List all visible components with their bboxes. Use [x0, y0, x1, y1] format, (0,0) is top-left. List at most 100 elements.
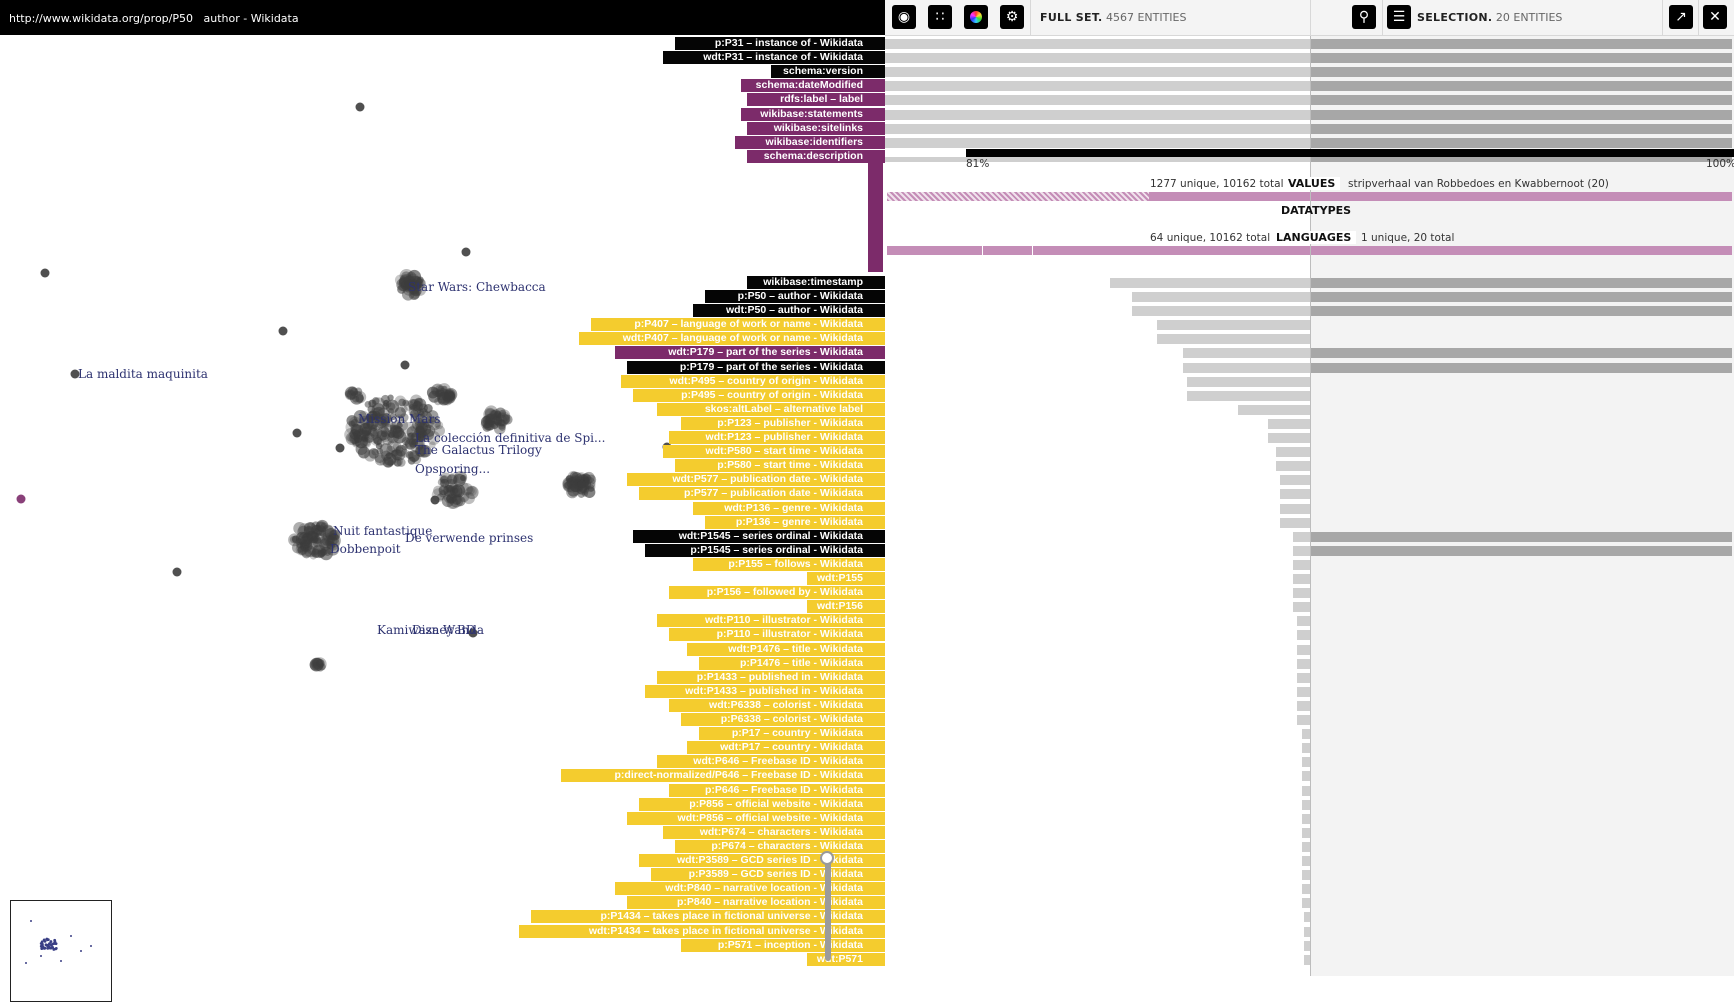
- entity-dot[interactable]: [370, 430, 379, 439]
- property-row[interactable]: wdt:P1476 – title - Wikidata: [687, 642, 885, 656]
- entity-dot[interactable]: [410, 424, 418, 432]
- entity-dot[interactable]: [331, 532, 339, 540]
- entity-dot[interactable]: [402, 399, 410, 407]
- export-icon[interactable]: ↗: [1669, 5, 1693, 29]
- entity-dot[interactable]: [289, 536, 298, 544]
- property-row[interactable]: wdt:P674 – characters - Wikidata: [663, 825, 885, 839]
- entity-dot[interactable]: [415, 278, 426, 289]
- entity-dot[interactable]: [310, 535, 319, 544]
- entity-dot[interactable]: [407, 432, 415, 440]
- entity-dot[interactable]: [577, 490, 585, 498]
- entity-dot[interactable]: [498, 423, 506, 431]
- scatter-svg[interactable]: [0, 35, 885, 976]
- entity-dot[interactable]: [16, 494, 26, 504]
- entity-dot[interactable]: [428, 417, 436, 425]
- entity-dot[interactable]: [324, 525, 334, 534]
- entity-dot[interactable]: [70, 369, 80, 379]
- entity-label[interactable]: Nuit fantastique: [333, 524, 433, 538]
- entity-label[interactable]: Dobbenpoit: [330, 542, 401, 556]
- property-row[interactable]: p:direct-normalized/P646 – Freebase ID -…: [561, 769, 885, 783]
- entity-dot[interactable]: [486, 413, 496, 423]
- entity-dot[interactable]: [328, 532, 337, 541]
- entity-dot[interactable]: [406, 432, 414, 440]
- property-row[interactable]: p:P50 – author - Wikidata: [705, 290, 885, 303]
- entity-dot[interactable]: [396, 422, 403, 429]
- property-row[interactable]: p:P123 – publisher - Wikidata: [681, 416, 885, 430]
- language-segment-3[interactable]: [1033, 246, 1310, 255]
- property-row[interactable]: p:P571 – inception - Wikidata: [681, 938, 885, 952]
- entity-dot[interactable]: [379, 443, 393, 457]
- entity-dot[interactable]: [400, 360, 410, 370]
- entity-dot[interactable]: [362, 438, 371, 447]
- entity-dot[interactable]: [581, 490, 589, 497]
- property-row[interactable]: wikibase:timestamp: [747, 275, 885, 289]
- entity-dot[interactable]: [585, 474, 597, 485]
- entity-dot[interactable]: [319, 535, 330, 546]
- entity-dot[interactable]: [426, 386, 439, 399]
- entity-label[interactable]: Kamiwaza Wanda: [377, 623, 485, 637]
- entity-label[interactable]: La colección definitiva de Spi...: [415, 431, 606, 445]
- entity-dot[interactable]: [300, 539, 311, 549]
- entity-dot[interactable]: [445, 495, 453, 502]
- values-distribution-full[interactable]: [887, 192, 1149, 201]
- property-row[interactable]: p:P580 – start time - Wikidata: [675, 459, 885, 473]
- property-row[interactable]: wikibase:statements: [741, 107, 885, 121]
- property-row[interactable]: wdt:P136 – genre - Wikidata: [693, 501, 885, 515]
- property-row[interactable]: wdt:P407 – language of work or name - Wi…: [579, 332, 885, 346]
- entity-label[interactable]: La maldita maquinita: [78, 367, 208, 381]
- entity-dot[interactable]: [367, 405, 376, 414]
- property-row[interactable]: wdt:P571: [807, 952, 885, 966]
- entity-dot[interactable]: [577, 479, 586, 488]
- entity-dot[interactable]: [434, 425, 445, 437]
- entity-dot[interactable]: [494, 419, 502, 427]
- property-row[interactable]: wdt:P31 – instance of - Wikidata: [663, 51, 885, 65]
- entity-dot[interactable]: [329, 529, 341, 541]
- entity-dot[interactable]: [320, 548, 328, 556]
- property-row[interactable]: p:P31 – instance of - Wikidata: [675, 37, 885, 50]
- entity-dot[interactable]: [299, 543, 314, 557]
- property-row[interactable]: p:P646 – Freebase ID - Wikidata: [669, 783, 885, 797]
- entity-dot[interactable]: [440, 478, 450, 488]
- entity-dot[interactable]: [435, 421, 444, 430]
- entity-dot[interactable]: [347, 432, 359, 444]
- property-row[interactable]: schema:version: [771, 65, 885, 79]
- entity-dot[interactable]: [297, 547, 304, 554]
- property-row[interactable]: wikibase:sitelinks: [747, 121, 885, 135]
- entity-dot[interactable]: [387, 429, 396, 438]
- property-row[interactable]: wdt:P123 – publisher - Wikidata: [669, 431, 885, 444]
- entity-dot[interactable]: [394, 449, 406, 461]
- entity-dot[interactable]: [455, 496, 466, 507]
- entity-dot[interactable]: [446, 474, 458, 485]
- property-row[interactable]: wdt:P580 – start time - Wikidata: [663, 445, 885, 459]
- entity-dot[interactable]: [309, 657, 324, 672]
- entity-dot[interactable]: [396, 458, 406, 467]
- entity-dot[interactable]: [392, 455, 400, 463]
- property-row[interactable]: schema:dateModified: [741, 79, 885, 93]
- entity-dot[interactable]: [502, 414, 513, 425]
- property-row[interactable]: wdt:P50 – author - Wikidata: [693, 304, 885, 318]
- property-row[interactable]: wdt:P495 – country of origin - Wikidata: [621, 374, 885, 388]
- entity-dot[interactable]: [301, 548, 312, 559]
- entity-dot[interactable]: [390, 449, 398, 457]
- property-row[interactable]: p:P3589 – GCD series ID - Wikidata: [651, 868, 885, 882]
- entity-dot[interactable]: [581, 480, 592, 490]
- entity-dot[interactable]: [303, 525, 315, 537]
- entity-dot[interactable]: [292, 428, 302, 438]
- entity-dot[interactable]: [350, 418, 359, 427]
- entity-dot[interactable]: [381, 430, 388, 438]
- property-row[interactable]: wdt:P110 – illustrator - Wikidata: [657, 614, 885, 628]
- entity-dot[interactable]: [355, 102, 365, 112]
- entity-dot[interactable]: [500, 414, 511, 424]
- scatter-icon[interactable]: ∷: [928, 5, 952, 29]
- entity-dot[interactable]: [40, 268, 50, 278]
- entity-dot[interactable]: [392, 450, 399, 457]
- property-row[interactable]: wdt:P17 – country - Wikidata: [687, 741, 885, 755]
- entity-dot[interactable]: [461, 247, 471, 257]
- entity-dot[interactable]: [172, 567, 182, 577]
- property-row[interactable]: p:P840 – narrative location - Wikidata: [627, 896, 885, 910]
- entity-label[interactable]: Mission Mars: [358, 412, 441, 426]
- entity-dot[interactable]: [384, 457, 394, 468]
- entity-dot[interactable]: [389, 413, 397, 421]
- entity-dot[interactable]: [437, 391, 450, 404]
- entity-dot[interactable]: [584, 481, 596, 493]
